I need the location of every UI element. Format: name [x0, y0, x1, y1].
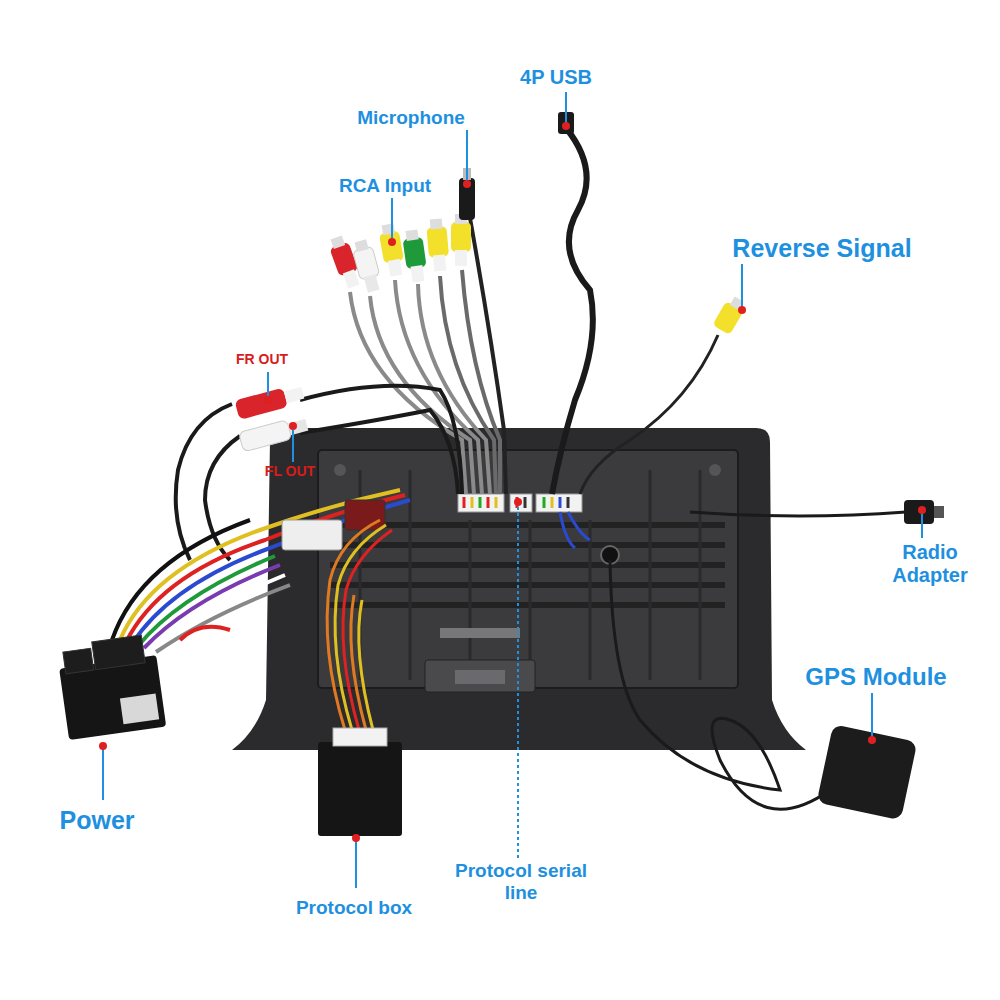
- radio-cable: [690, 512, 906, 516]
- power-box: [56, 633, 166, 740]
- wire: [568, 512, 590, 540]
- fl-out-plug: [239, 415, 310, 452]
- callout-label: Radio Adapter: [884, 541, 976, 587]
- leader-dots: [99, 122, 926, 842]
- rca-cables: [440, 270, 500, 494]
- callout-label: Microphone: [331, 107, 491, 129]
- power-wires: [112, 490, 410, 652]
- audio-out-cable: [300, 386, 462, 494]
- sd-slot: [440, 628, 520, 638]
- gps-cable: [610, 560, 830, 809]
- callout-label: Power: [37, 806, 157, 835]
- iso-connector: [282, 520, 342, 550]
- rca-plugs: [327, 214, 471, 294]
- protocol-box: [318, 742, 402, 836]
- radio-adapter-plug: [904, 500, 934, 524]
- chassis: [318, 450, 738, 688]
- screw: [709, 464, 721, 476]
- chassis-slots: [360, 470, 700, 680]
- reverse-cable: [580, 335, 718, 494]
- gps-module: [817, 724, 918, 820]
- bracket-tab: [455, 670, 505, 684]
- leader-lines: [103, 92, 922, 888]
- iso-connector: [345, 500, 385, 530]
- callout-label: RCA Input: [315, 175, 455, 197]
- mic-cable: [470, 218, 506, 494]
- protocol-connector: [333, 728, 387, 746]
- connector: [510, 494, 532, 512]
- callout-label: Reverse Signal: [702, 234, 942, 263]
- callout-label: FL OUT: [245, 463, 335, 479]
- callout-label: 4P USB: [496, 66, 616, 89]
- screw: [334, 464, 346, 476]
- connector: [458, 494, 504, 512]
- callout-label: Protocol box: [264, 897, 444, 919]
- wire: [560, 512, 575, 548]
- callout-label: GPS Module: [786, 663, 966, 691]
- callout-label: FR OUT: [217, 351, 307, 367]
- connector: [536, 494, 582, 512]
- protocol-wires: [327, 520, 392, 730]
- callout-label: Protocol serial line: [439, 860, 604, 904]
- audio-out-cable: [300, 410, 458, 494]
- audio-out-cable: [176, 404, 232, 560]
- chassis-ribs: [330, 525, 725, 605]
- fr-out-plug: [235, 383, 306, 420]
- usb-cable: [552, 128, 593, 494]
- radio-adapter-tip: [934, 506, 944, 518]
- connector-pins: [464, 497, 568, 508]
